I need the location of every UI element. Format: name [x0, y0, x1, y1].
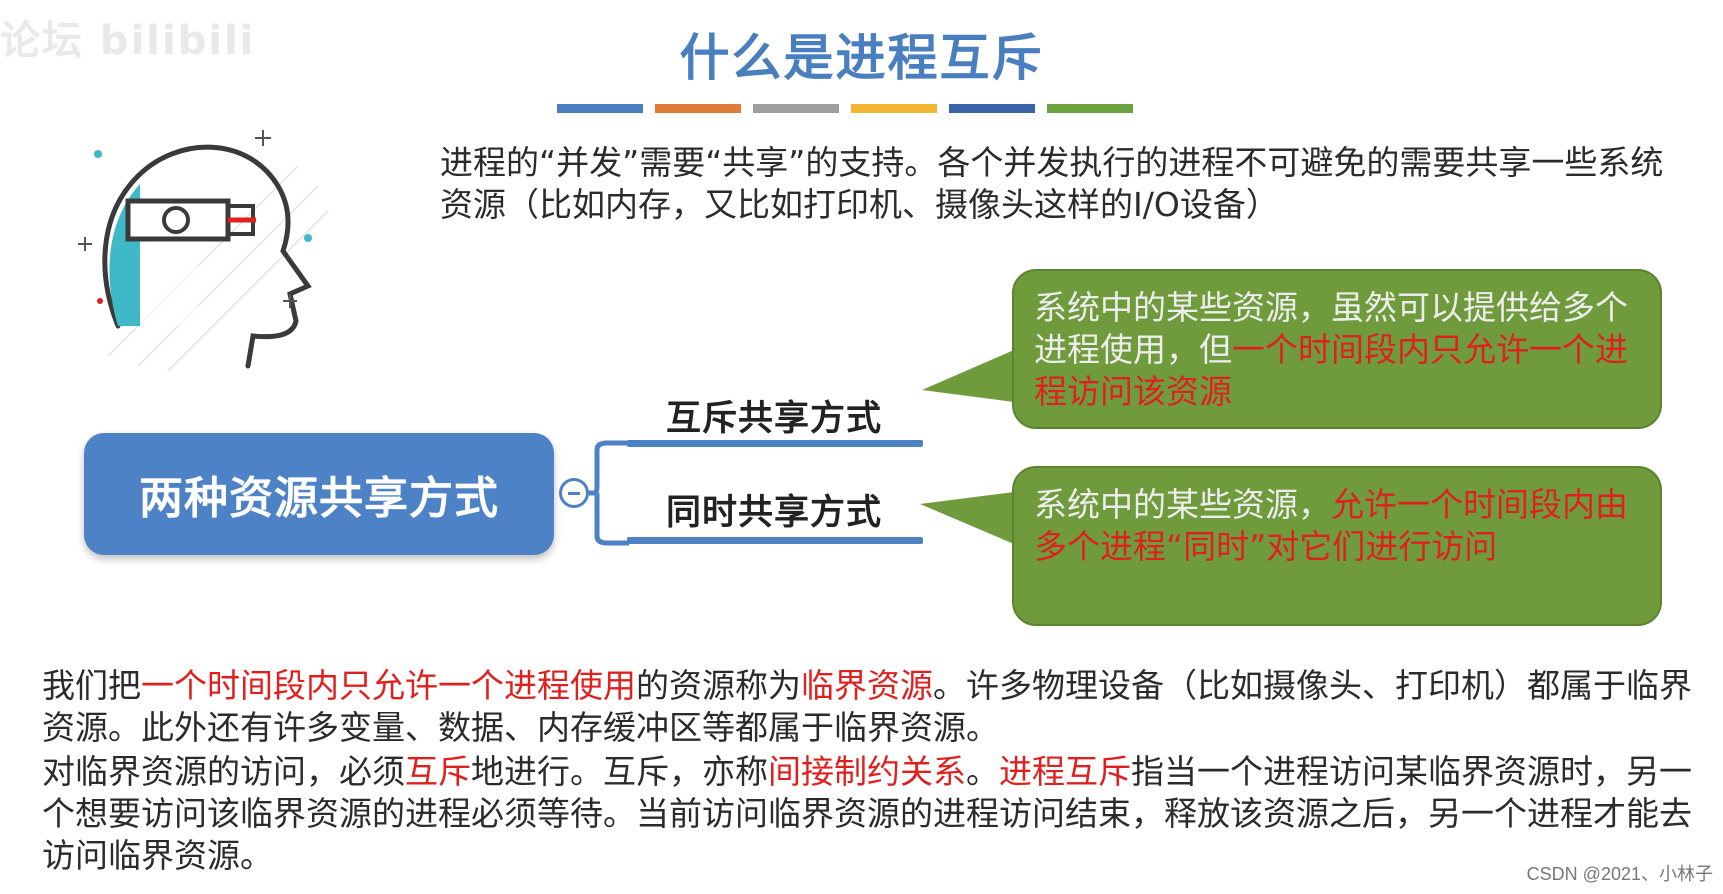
branch-line-mutex — [627, 440, 923, 447]
page-title: 什么是进程互斥 — [679, 29, 1044, 87]
collapse-toggle-icon[interactable] — [559, 478, 589, 508]
critical-resource-paragraph: 我们把一个时间段内只允许一个进程使用的资源称为临界资源。许多物理设备（比如摄像头… — [42, 665, 1722, 749]
text-span: 。许多物理设备（比如摄像头、打印机）都属于临界资源。此外还有许多变量、数据、内存… — [42, 666, 1692, 747]
title-underline-segment — [1047, 104, 1133, 113]
bubble-mutex-text: 系统中的某些资源，虽然可以提供给多个进程使用，但 — [1034, 288, 1628, 369]
bubble-pointer — [922, 350, 1014, 402]
bubble-mutex-highlight: 一个时间段内只允许一个进程访问该资源 — [1034, 330, 1628, 411]
highlight-span: 间接制约关系 — [768, 752, 966, 791]
text-span: 地进行。互斥，亦称 — [471, 752, 768, 791]
intro-text: 进程的“并发”需要“共享”的支持。各个并发执行的进程不可避免的需要共享一些系统资… — [440, 143, 1664, 224]
bubble-pointer — [920, 492, 1014, 544]
bubble-simultaneous-text: 系统中的某些资源， — [1034, 485, 1331, 524]
title-underline-segment — [655, 104, 741, 113]
highlight-span: 进程互斥 — [999, 752, 1131, 791]
bubble-mutex: 系统中的某些资源，虽然可以提供给多个进程使用，但一个时间段内只允许一个进程访问该… — [1012, 269, 1662, 429]
branch-connector — [589, 440, 629, 546]
head-thinking-icon — [78, 130, 329, 372]
text-span: 的资源称为 — [636, 666, 801, 705]
text-span: 对临界资源的访问，必须 — [42, 752, 405, 791]
branch-label-mutex: 互斥共享方式 — [666, 399, 883, 439]
branch-label-simultaneous: 同时共享方式 — [666, 493, 883, 533]
title-underline-segment — [949, 104, 1035, 113]
bubble-simultaneous-highlight: 允许一个时间段内由多个进程“同时”对它们进行访问 — [1034, 485, 1628, 566]
text-span: 我们把 — [42, 666, 141, 705]
mindmap-root-node: 两种资源共享方式 — [84, 433, 554, 555]
watermark: 论坛 bilibili — [0, 18, 256, 64]
bubble-simultaneous: 系统中的某些资源，允许一个时间段内由多个进程“同时”对它们进行访问 — [1012, 466, 1662, 626]
title-underline-segment — [753, 104, 839, 113]
title-underline-segment — [557, 104, 643, 113]
mutual-exclusion-paragraph: 对临界资源的访问，必须互斥地进行。互斥，亦称间接制约关系。进程互斥指当一个进程访… — [42, 751, 1722, 877]
text-span: 。 — [966, 752, 999, 791]
title-underline-segment — [851, 104, 937, 113]
highlight-span: 临界资源 — [801, 666, 933, 705]
text-span: 指当一个进程访问某临界资源时，另一个想要访问该临界资源的进程必须等待。当前访问临… — [42, 752, 1692, 875]
highlight-span: 互斥 — [405, 752, 471, 791]
branch-line-simultaneous — [627, 537, 923, 544]
credit-label: CSDN @2021、小林子 — [1526, 864, 1713, 884]
highlight-span: 一个时间段内只允许一个进程使用 — [141, 666, 636, 705]
